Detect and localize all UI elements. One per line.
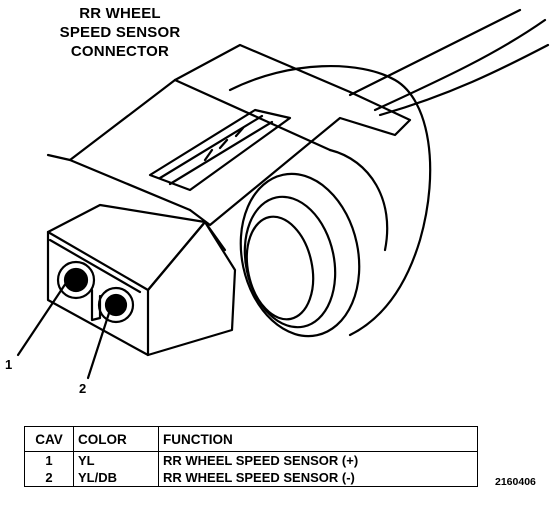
cavity-1 <box>56 260 96 300</box>
column-header-function: FUNCTION <box>158 426 478 452</box>
cavity-divider <box>90 288 102 322</box>
pinout-table: CAV COLOR FUNCTION 1 YL RR WHEEL SPEED S… <box>24 426 478 487</box>
title-line: SPEED SENSOR <box>59 24 181 41</box>
column-header-cav: CAV <box>24 426 74 452</box>
connector-latch <box>46 43 412 227</box>
cell-function: RR WHEEL SPEED SENSOR (+) <box>158 451 478 469</box>
connector-wires <box>348 8 550 117</box>
callout-label: 2 <box>79 381 87 396</box>
cell-cav: 1 <box>24 451 74 469</box>
title-line: RR WHEEL <box>79 5 161 22</box>
title-line: CONNECTOR <box>70 43 170 60</box>
cell-color: YL <box>73 451 159 469</box>
diagram-title: RR WHEEL SPEED SENSOR CONNECTOR <box>20 4 220 61</box>
connector-body <box>228 64 432 338</box>
cavity-2 <box>97 286 135 324</box>
connector-housing <box>46 203 237 357</box>
cell-cav: 2 <box>24 469 74 487</box>
connector-illustration <box>16 8 550 380</box>
figure-id: 2160406 <box>495 476 536 488</box>
callout-label: 1 <box>5 357 13 372</box>
table-row: 1 YL RR WHEEL SPEED SENSOR (+) <box>24 451 478 469</box>
cell-color: YL/DB <box>73 469 159 487</box>
column-header-color: COLOR <box>73 426 159 452</box>
cell-function: RR WHEEL SPEED SENSOR (-) <box>158 469 478 487</box>
leader-lines <box>16 281 112 380</box>
table-row: 2 YL/DB RR WHEEL SPEED SENSOR (-) <box>24 469 478 487</box>
table-header-row: CAV COLOR FUNCTION <box>24 426 478 452</box>
